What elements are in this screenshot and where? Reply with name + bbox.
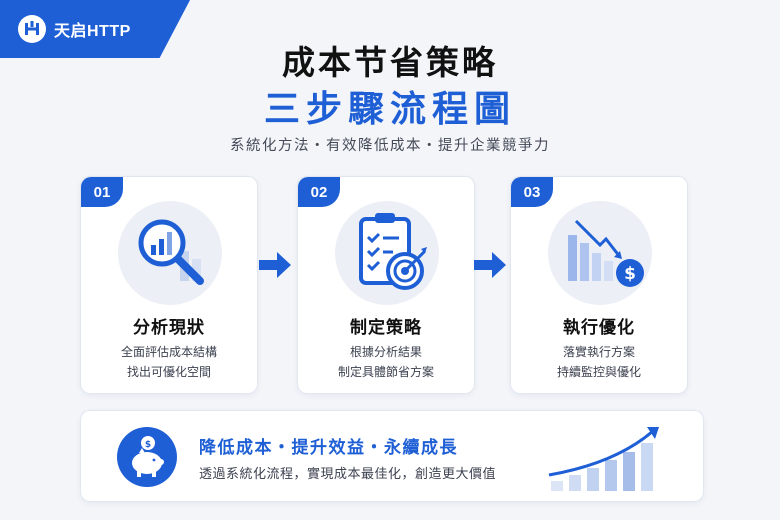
step-title: 分析現狀 [133, 318, 205, 338]
magnifier-chart-icon [118, 201, 222, 305]
step-description: 全面評估成本結構 找出可優化空間 [81, 342, 257, 382]
step-number: 01 [81, 177, 123, 207]
step-card-1: 01 分析現狀 全面評估成本結構 找出可優化空間 [80, 176, 258, 394]
step-title: 執行優化 [563, 318, 635, 338]
svg-text:$: $ [145, 440, 151, 450]
page-subtitle-heading: 三步驟流程圖 [263, 89, 516, 130]
arrow-right-icon [474, 252, 506, 278]
clipboard-target-icon [335, 201, 439, 305]
step-number: 02 [298, 177, 340, 207]
step-desc-line: 根據分析結果 [349, 345, 422, 359]
step-card-2: 02 制定策略 根據分析結果 制定具體節省方案 [297, 176, 475, 394]
step-desc-line: 落實執行方案 [562, 345, 635, 359]
arrow-right-icon [259, 252, 291, 278]
step-description: 根據分析結果 制定具體節省方案 [298, 342, 474, 382]
step-card-3: 03 $ 執行優化 落實執行方案 持續監控與優化 [510, 176, 688, 394]
summary-card: $ 降低成本・提升效益・永續成長 透過系統化流程，實現成本最佳化，創造更大價值 [80, 410, 704, 502]
summary-title: 降低成本・提升效益・永續成長 [199, 438, 458, 458]
step-desc-line: 全面評估成本結構 [120, 345, 217, 359]
declining-chart-dollar-icon: $ [548, 201, 652, 305]
svg-text:$: $ [624, 264, 636, 284]
brand-name: 天启HTTP [54, 23, 131, 40]
piggy-bank-icon: $ [117, 427, 177, 487]
page-title: 成本节省策略 [282, 43, 498, 82]
step-description: 落實執行方案 持續監控與優化 [511, 342, 687, 382]
step-desc-line: 持續監控與優化 [556, 365, 641, 379]
step-desc-line: 制定具體節省方案 [337, 365, 434, 379]
step-title: 制定策略 [350, 318, 422, 338]
step-desc-line: 找出可優化空間 [126, 365, 211, 379]
brand-logo-icon [18, 15, 46, 43]
summary-description: 透過系統化流程，實現成本最佳化，創造更大價值 [199, 467, 497, 482]
tagline: 系統化方法・有效降低成本・提升企業競爭力 [230, 138, 550, 154]
step-number: 03 [511, 177, 553, 207]
brand-badge: 天启HTTP [0, 0, 190, 58]
growth-bars-arrow-icon [548, 427, 659, 491]
